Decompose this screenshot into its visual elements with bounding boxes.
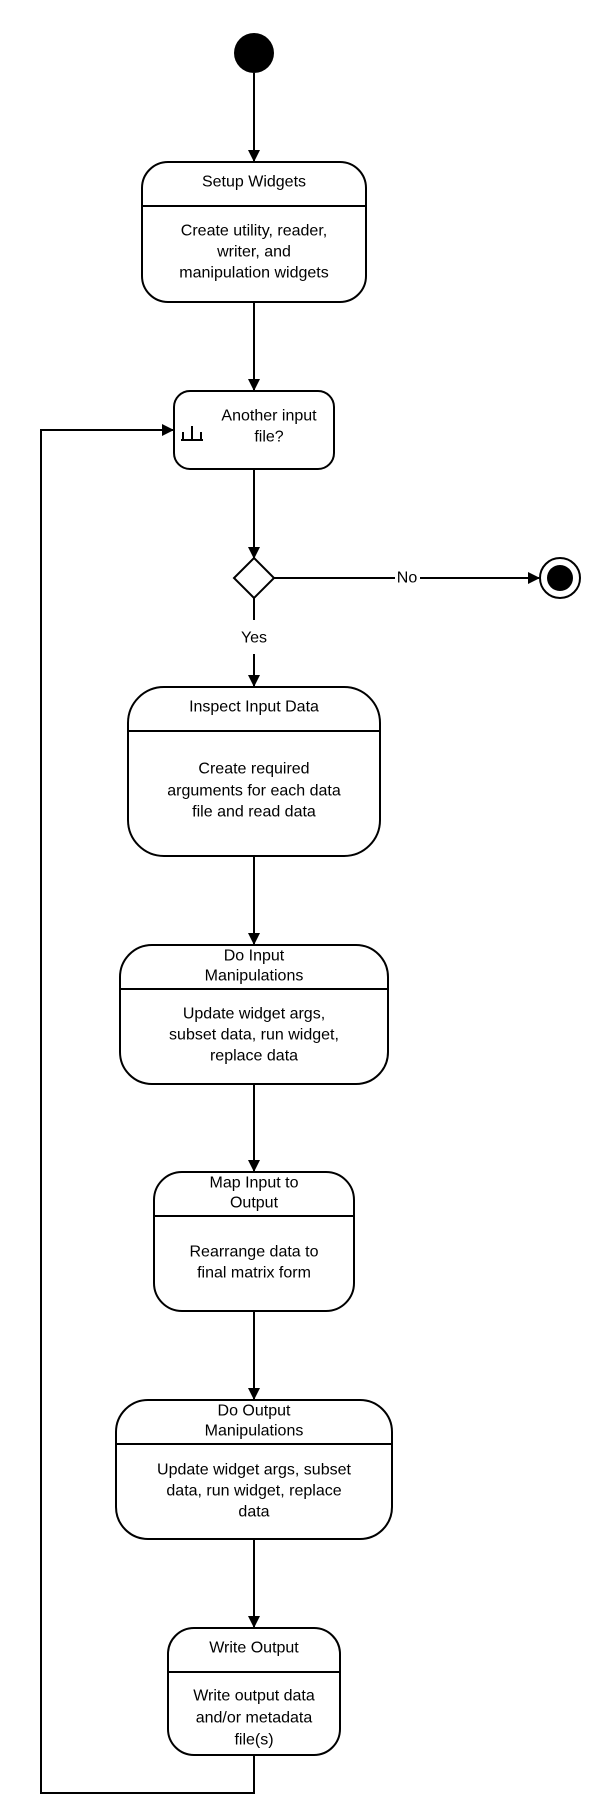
state-title: Do Output: [218, 1403, 291, 1420]
initial-node-icon: [234, 33, 274, 73]
state-body-line: and/or metadata: [196, 1710, 313, 1727]
state-body-line: Update widget args,: [183, 1006, 325, 1023]
rake-icon: [181, 426, 203, 441]
state-title: Manipulations: [205, 968, 304, 985]
state-body-line: Create required: [198, 761, 309, 778]
state-body-line: Create utility, reader,: [181, 223, 327, 240]
state-title: Another input: [221, 408, 317, 425]
edge-loop-back: [40, 424, 255, 1794]
state-title: Manipulations: [205, 1423, 304, 1440]
state-body-line: data, run widget, replace: [166, 1483, 341, 1500]
state-title: file?: [254, 429, 283, 446]
state-body-line: writer, and: [216, 244, 291, 261]
decision-no-label: No: [397, 570, 418, 587]
state-body-line: Update widget args, subset: [157, 1462, 351, 1479]
action-another-input-file: Another input file?: [173, 390, 335, 470]
state-do-output-manipulations: Do Output Manipulations Update widget ar…: [115, 1399, 393, 1540]
state-body-line: Write output data: [193, 1688, 315, 1705]
final-node-inner: [547, 565, 573, 591]
state-inspect-input-data: Inspect Input Data Create required argum…: [127, 686, 381, 857]
state-body-line: file(s): [234, 1732, 273, 1749]
state-body-line: data: [238, 1504, 269, 1521]
state-body-line: subset data, run widget,: [169, 1027, 339, 1044]
state-body-line: Rearrange data to: [190, 1244, 319, 1261]
state-title: Write Output: [209, 1640, 299, 1657]
state-title: Do Input: [224, 948, 285, 965]
decision-yes-label: Yes: [241, 630, 267, 647]
state-title: Output: [230, 1195, 279, 1212]
state-do-input-manipulations: Do Input Manipulations Update widget arg…: [119, 944, 389, 1085]
state-setup-widgets: Setup Widgets Create utility, reader, wr…: [141, 161, 367, 303]
state-title: Inspect Input Data: [189, 699, 319, 716]
state-title: Setup Widgets: [202, 174, 306, 191]
state-body-line: arguments for each data: [167, 783, 341, 800]
state-title: Map Input to: [210, 1175, 299, 1192]
state-body-line: final matrix form: [197, 1265, 311, 1282]
state-write-output: Write Output Write output data and/or me…: [167, 1627, 341, 1756]
state-body-line: manipulation widgets: [179, 265, 328, 282]
state-map-input-to-output: Map Input to Output Rearrange data to fi…: [153, 1171, 355, 1312]
decision-diamond: [232, 556, 276, 600]
state-body-line: replace data: [210, 1048, 298, 1065]
state-body-line: file and read data: [192, 804, 316, 821]
